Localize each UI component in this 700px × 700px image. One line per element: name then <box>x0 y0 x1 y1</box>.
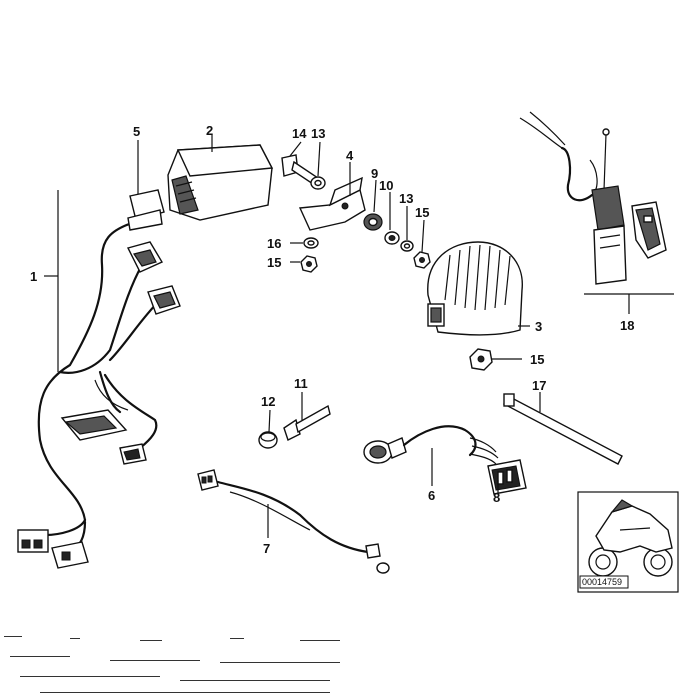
callout-18: 18 <box>620 318 634 333</box>
callout-12: 12 <box>261 394 275 409</box>
bolt <box>283 392 331 441</box>
callout-7: 7 <box>263 541 270 556</box>
scan-noise <box>4 636 340 693</box>
callout-2: 2 <box>206 123 213 138</box>
switch-cable <box>363 425 499 486</box>
extension-cable <box>197 469 390 574</box>
callout-labels: 1 2 3 4 5 6 7 8 9 10 11 12 13 13 14 15 1… <box>30 123 634 556</box>
callout-15-lower: 15 <box>530 352 544 367</box>
callout-9: 9 <box>371 166 378 181</box>
callout-17: 17 <box>532 378 546 393</box>
wiring-harness <box>17 189 181 569</box>
callout-3: 3 <box>535 319 542 334</box>
hardware-set <box>281 141 522 371</box>
callout-15-left: 15 <box>267 255 281 270</box>
mounting-bracket <box>298 162 366 231</box>
control-unit <box>167 135 274 221</box>
callout-13-mid: 13 <box>399 191 413 206</box>
motorcycle-inset: 00014759 <box>577 491 679 593</box>
callout-14: 14 <box>292 126 307 141</box>
callout-6: 6 <box>428 488 435 503</box>
cable-tie <box>503 392 623 465</box>
callout-15-mid: 15 <box>415 205 429 220</box>
siren-housing <box>427 241 530 336</box>
connector-plug <box>487 459 527 495</box>
remote-transmitter <box>519 111 674 314</box>
callout-1: 1 <box>30 269 37 284</box>
callout-16: 16 <box>267 236 281 251</box>
callout-10: 10 <box>379 178 393 193</box>
cap <box>258 409 278 449</box>
callout-5: 5 <box>133 124 140 139</box>
callout-4: 4 <box>346 148 354 163</box>
callout-13-top: 13 <box>311 126 325 141</box>
callout-11: 11 <box>294 376 308 391</box>
callout-8: 8 <box>493 490 500 505</box>
reference-number: 00014759 <box>582 577 622 587</box>
